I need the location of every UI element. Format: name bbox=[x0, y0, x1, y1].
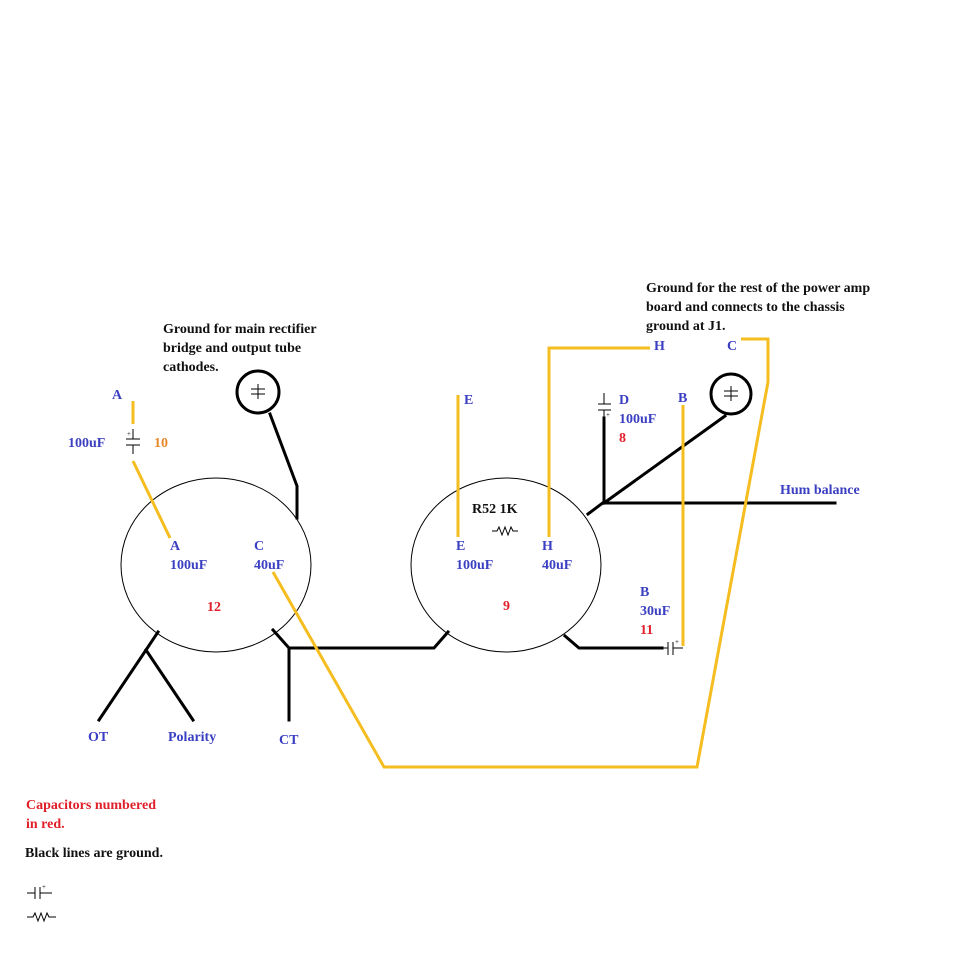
cap10-value: 100uF bbox=[68, 436, 105, 451]
cap8-value: 100uF bbox=[619, 412, 656, 427]
note-line: board and connects to the chassis bbox=[646, 300, 845, 315]
rectifier-ground-note: Ground for main rectifier bridge and out… bbox=[163, 322, 317, 375]
svg-text:+: + bbox=[127, 430, 131, 438]
note-line: ground at J1. bbox=[646, 319, 725, 334]
can-right-term-e-value: 100uF bbox=[456, 558, 493, 573]
resistor-legend-icon bbox=[27, 911, 56, 923]
cap11-letter: B bbox=[640, 585, 649, 600]
legend-line: Capacitors numbered bbox=[26, 798, 156, 813]
note-line: cathodes. bbox=[163, 360, 219, 375]
wire-c-label: C bbox=[727, 339, 737, 354]
svg-text:+: + bbox=[675, 638, 679, 646]
power-amp-ground-note: Ground for the rest of the power amp boa… bbox=[646, 281, 870, 334]
cap10-letter: A bbox=[112, 388, 123, 403]
wire-h-label: H bbox=[654, 339, 665, 354]
can-right-term-h: H bbox=[542, 539, 553, 554]
resistor-label: R52 1K bbox=[472, 502, 518, 517]
ground-wiring bbox=[96, 412, 837, 723]
can-right-term-e: E bbox=[456, 539, 465, 554]
svg-text:+: + bbox=[606, 411, 610, 419]
cap11-value: 30uF bbox=[640, 604, 670, 619]
can-left-term-c-value: 40uF bbox=[254, 558, 284, 573]
legend: Capacitors numbered in red. Black lines … bbox=[25, 798, 163, 923]
can-right-number: 9 bbox=[503, 599, 510, 614]
filter-can-right bbox=[410, 477, 602, 653]
legend-line: Black lines are ground. bbox=[25, 846, 163, 861]
legend-line: in red. bbox=[26, 817, 65, 832]
note-line: Ground for the rest of the power amp bbox=[646, 281, 870, 296]
note-line: Ground for main rectifier bbox=[163, 322, 317, 337]
wire-b-label: B bbox=[678, 391, 687, 406]
chassis-ground-icon-left bbox=[235, 369, 281, 415]
signal-wiring bbox=[131, 337, 770, 769]
ot-label: OT bbox=[88, 730, 109, 745]
can-left-number: 12 bbox=[207, 600, 221, 615]
can-left-term-c: C bbox=[254, 539, 264, 554]
polarity-label: Polarity bbox=[168, 730, 216, 745]
can-left-term-a: A bbox=[170, 539, 181, 554]
capacitor-10-icon: + bbox=[126, 429, 140, 454]
capacitor-8-icon: + bbox=[598, 393, 611, 420]
can-left-term-a-value: 100uF bbox=[170, 558, 207, 573]
resistor-r52: R52 1K bbox=[472, 502, 518, 537]
hum-balance-label: Hum balance bbox=[780, 483, 860, 498]
note-line: bridge and output tube bbox=[163, 341, 301, 356]
wire-e-label: E bbox=[464, 393, 473, 408]
can-right-term-h-value: 40uF bbox=[542, 558, 572, 573]
cap8-letter: D bbox=[619, 393, 629, 408]
capacitor-legend-icon: + bbox=[27, 883, 52, 899]
ct-label: CT bbox=[279, 733, 299, 748]
cap8-number: 8 bbox=[619, 431, 626, 446]
capacitor-11-icon: + bbox=[660, 638, 683, 655]
cap10-number: 10 bbox=[154, 436, 168, 451]
chassis-ground-icon-right bbox=[709, 372, 753, 416]
svg-text:+: + bbox=[42, 883, 46, 891]
filter-can-left bbox=[120, 477, 312, 653]
cap11-number: 11 bbox=[640, 623, 653, 638]
